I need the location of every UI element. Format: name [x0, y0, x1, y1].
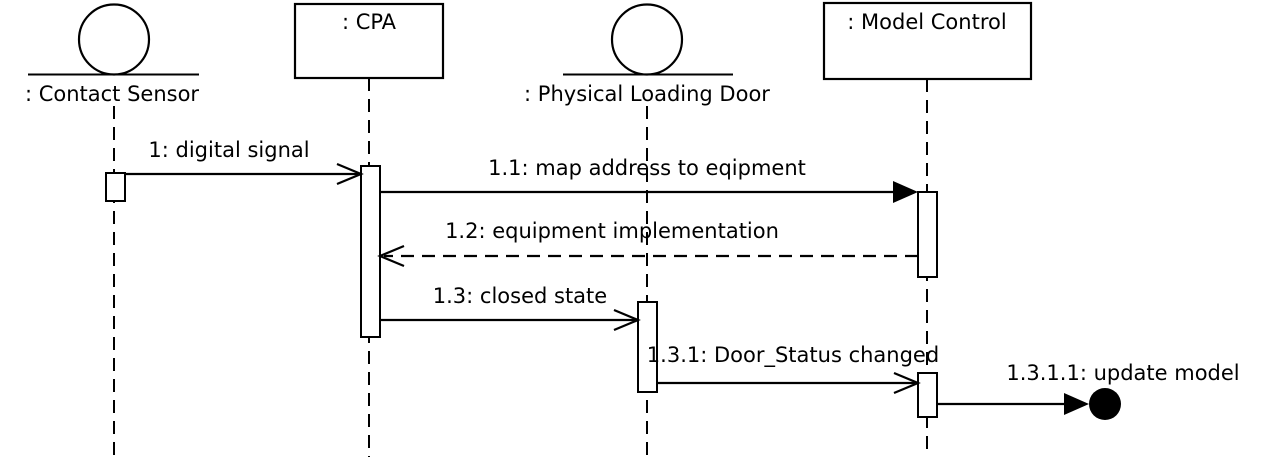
message-1-3-1-1-label: 1.3.1.1: update model	[1006, 361, 1239, 385]
message-1-3-1: 1.3.1: Door_Status changed	[647, 343, 939, 395]
message-1: 1: digital signal	[125, 138, 364, 186]
head-label-cpa: : CPA	[342, 10, 397, 34]
message-1-3-1-1: 1.3.1.1: update model	[937, 361, 1240, 420]
activation-model-control-2	[917, 372, 938, 418]
boundary-circle-icon	[610, 3, 684, 76]
message-1-1: 1.1: map address to eqipment	[380, 156, 918, 203]
boundary-circle-icon	[77, 3, 151, 76]
object-box	[293, 2, 445, 80]
open-arrowhead-icon	[613, 308, 641, 332]
head-cpa: : CPA	[293, 2, 445, 80]
head-label-model-control: : Model Control	[847, 10, 1006, 34]
message-1-3: 1.3: closed state	[380, 284, 641, 332]
message-1-label: 1: digital signal	[148, 138, 309, 162]
head-physical-loading-door: : Physical Loading Door	[524, 3, 770, 106]
open-arrowhead-icon	[377, 244, 405, 268]
head-model-control: : Model Control	[822, 1, 1033, 81]
activation-model-control-1	[917, 191, 938, 278]
head-contact-sensor: : Contact Sensor	[25, 3, 199, 106]
message-1-1-label: 1.1: map address to eqipment	[488, 156, 806, 180]
activation-cpa	[360, 165, 381, 338]
message-1-2: 1.2: equipment implementation	[377, 219, 918, 268]
head-label-physical-loading-door: : Physical Loading Door	[524, 82, 770, 106]
object-box	[822, 1, 1033, 81]
open-arrowhead-icon	[893, 371, 921, 395]
filled-arrowhead-icon	[893, 181, 918, 203]
message-1-3-1-label: 1.3.1: Door_Status changed	[647, 343, 939, 368]
head-label-contact-sensor: : Contact Sensor	[25, 82, 199, 106]
filled-arrowhead-icon	[1064, 393, 1089, 415]
activation-contact-sensor	[105, 172, 126, 202]
message-1-2-label: 1.2: equipment implementation	[445, 219, 779, 243]
termination-dot-icon	[1089, 388, 1121, 420]
open-arrowhead-icon	[336, 162, 364, 186]
message-1-3-label: 1.3: closed state	[433, 284, 607, 308]
activation-physical-loading-door	[637, 301, 658, 393]
